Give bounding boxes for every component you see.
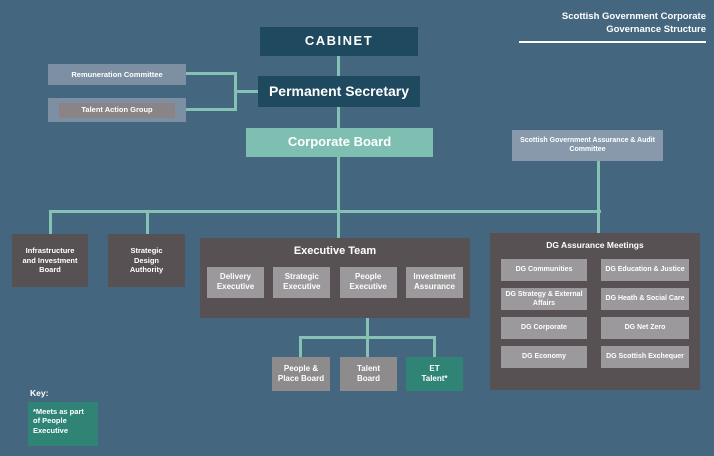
panel-dg-assurance-meetings: DG Assurance Meetings DG Communities DG … — [490, 233, 700, 390]
sg-assurance-audit-committee-label: Scottish Government Assurance & Audit Co… — [520, 136, 655, 153]
people-place-board-label: People & Place Board — [277, 364, 325, 383]
node-strategic-design-authority: Strategic Design Authority — [108, 234, 185, 287]
panel-executive-team: Executive Team Delivery Executive Strate… — [200, 238, 470, 318]
node-corporate-board: Corporate Board — [246, 128, 433, 157]
node-remuneration-committee: Remuneration Committee — [48, 64, 186, 85]
dg-heath-social-care-label: DG Heath & Social Care — [605, 295, 685, 303]
strategic-executive-label: Strategic Executive — [283, 272, 321, 292]
node-dg-heath-social-care: DG Heath & Social Care — [601, 287, 689, 310]
node-dg-communities: DG Communities — [501, 258, 587, 281]
node-dg-economy: DG Economy — [501, 345, 587, 368]
node-talent-action-group: Talent Action Group — [48, 98, 186, 122]
connector-permsec-corpboard — [337, 106, 340, 129]
dg-education-justice-label: DG Education & Justice — [605, 266, 685, 274]
dg-net-zero-label: DG Net Zero — [624, 324, 666, 332]
title-underline — [519, 40, 706, 43]
dg-strategy-external-affairs-label: DG Strategy & External Affairs — [505, 290, 583, 307]
connector-cabinet-permsec — [337, 55, 340, 77]
connector-to-infrastructure — [49, 210, 52, 234]
permanent-secretary-label: Permanent Secretary — [268, 82, 410, 99]
key-note-text: *Meets as part of People Executive — [33, 407, 84, 435]
connector-corpboard-execteam — [337, 156, 340, 238]
strategic-design-authority-label: Strategic Design Authority — [129, 246, 164, 275]
dg-assurance-meetings-title: DG Assurance Meetings — [546, 240, 644, 250]
talent-action-group-label: Talent Action Group — [81, 105, 153, 115]
dg-economy-label: DG Economy — [522, 353, 566, 361]
connector-to-et-talent — [433, 336, 436, 358]
connector-main-horizontal — [49, 210, 601, 213]
connector-to-people-place-board — [299, 336, 302, 358]
connector-to-strategic-design — [146, 210, 149, 234]
page-title-line1: Scottish Government Corporate — [561, 11, 706, 22]
node-dg-scottish-exchequer: DG Scottish Exchequer — [601, 345, 689, 368]
executive-team-members: Delivery Executive Strategic Executive P… — [200, 266, 470, 298]
investment-assurance-label: Investment Assurance — [413, 272, 456, 292]
talent-board-label: Talent Board — [356, 364, 381, 383]
key-note-box: *Meets as part of People Executive — [28, 402, 98, 446]
connector-boards-horizontal — [299, 336, 436, 339]
dg-scottish-exchequer-label: DG Scottish Exchequer — [606, 353, 684, 361]
connector-bracket-permsec — [234, 90, 258, 93]
node-sg-assurance-audit-committee: Scottish Government Assurance & Audit Co… — [512, 130, 663, 161]
node-strategic-executive: Strategic Executive — [273, 266, 331, 298]
connector-talentgroup-bracket — [186, 108, 237, 111]
node-people-place-board: People & Place Board — [272, 357, 330, 391]
key-label: Key: — [30, 388, 49, 398]
executive-team-title: Executive Team — [293, 245, 377, 257]
people-executive-label: People Executive — [349, 272, 387, 292]
corporate-board-label: Corporate Board — [287, 134, 392, 150]
connector-people-executive-down — [366, 295, 369, 358]
node-et-talent: ET Talent* — [406, 357, 463, 391]
dg-assurance-meetings-grid: DG Communities DG Education & Justice DG… — [501, 258, 690, 368]
delivery-executive-label: Delivery Executive — [216, 272, 255, 292]
node-investment-assurance: Investment Assurance — [405, 266, 463, 298]
node-delivery-executive: Delivery Executive — [207, 266, 264, 298]
infrastructure-investment-board-label: Infrastructure and Investment Board — [22, 246, 78, 275]
node-talent-board: Talent Board — [340, 357, 397, 391]
page-title: Scottish Government Corporate Governance… — [519, 10, 706, 43]
cabinet-label: CABINET — [304, 33, 374, 49]
et-talent-label: ET Talent* — [421, 364, 448, 383]
node-dg-net-zero: DG Net Zero — [601, 316, 689, 339]
node-permanent-secretary: Permanent Secretary — [258, 76, 420, 107]
node-dg-strategy-external-affairs: DG Strategy & External Affairs — [501, 287, 587, 310]
node-people-executive: People Executive — [339, 266, 397, 298]
node-infrastructure-investment-board: Infrastructure and Investment Board — [12, 234, 88, 287]
dg-corporate-label: DG Corporate — [521, 324, 567, 332]
dg-communities-label: DG Communities — [515, 266, 573, 274]
node-dg-corporate: DG Corporate — [501, 316, 587, 339]
connector-remuneration-bracket — [186, 72, 237, 75]
connector-assurance-dgpanel — [597, 160, 600, 234]
page-title-line2: Governance Structure — [606, 24, 706, 36]
remuneration-committee-label: Remuneration Committee — [71, 69, 163, 79]
node-cabinet: CABINET — [260, 27, 418, 56]
node-dg-education-justice: DG Education & Justice — [601, 258, 689, 281]
talent-action-group-inner: Talent Action Group — [59, 102, 175, 118]
